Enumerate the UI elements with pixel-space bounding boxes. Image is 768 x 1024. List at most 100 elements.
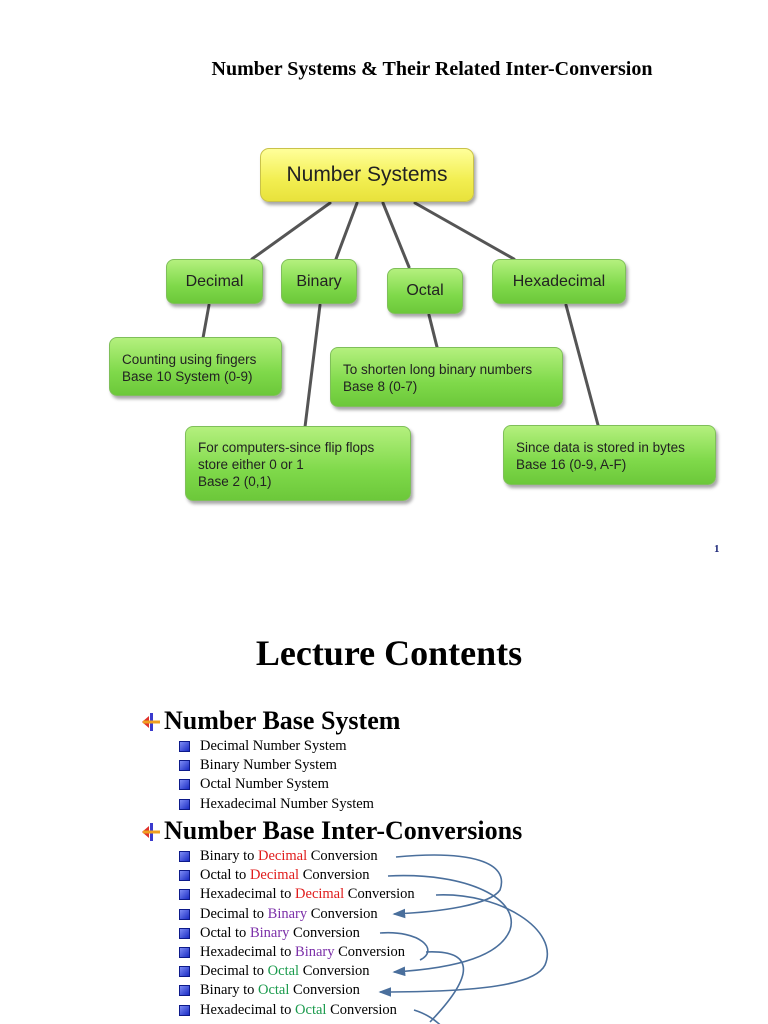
list-item: Hexadecimal to Binary Conversion [179,943,415,962]
connector-decimal-info [201,303,211,340]
conversion-list: Binary to Decimal Conversion Octal to De… [179,847,415,1020]
list-item: Decimal Number System [179,737,374,756]
to-text: to [280,886,292,903]
square-bullet-icon [179,741,190,753]
binary-info-line: Base 2 (0,1) [198,474,272,489]
suffix-text: Conversion [310,905,378,922]
decimal-info-line: Counting using fingers [122,352,257,367]
suffix-text: Conversion [293,982,360,999]
list-item: Binary to Decimal Conversion [179,847,415,866]
suffix-text: Conversion [293,924,360,941]
plus-marker-icon [140,820,162,842]
list-item: Binary Number System [179,756,374,775]
target-text: Octal [267,963,300,980]
hex-info-line: Base 16 (0-9, A-F) [516,457,627,472]
target-text: Decimal [258,848,308,865]
lecture-title: Lecture Contents [255,633,523,673]
to-text: to [243,848,255,865]
list-item-text: Hexadecimal Number System [200,795,374,812]
list-item: Hexadecimal to Decimal Conversion [179,885,415,904]
section-heading-inter-conversions: Number Base Inter-Conversions [140,816,522,846]
to-text: to [280,944,292,961]
from-text: Hexadecimal [200,1001,277,1018]
target-text: Binary [295,944,335,961]
list-item-text: Binary Number System [200,757,337,774]
square-bullet-icon [179,1004,190,1016]
octal-node: Octal [387,268,463,314]
section-heading-text: Number Base System [164,706,401,735]
target-text: Binary [267,905,308,922]
from-text: Hexadecimal [200,944,277,961]
suffix-text: Conversion [338,944,405,961]
list-item: Binary to Octal Conversion [179,981,415,1000]
target-text: Decimal [249,867,300,884]
list-item: Decimal to Octal Conversion [179,962,415,981]
suffix-text: Conversion [347,886,415,903]
binary-info-node: For computers-since flip flops store eit… [185,426,411,501]
connector-hex-info [564,303,600,427]
suffix-text: Conversion [310,848,378,865]
decimal-info-line: Base 10 System (0-9) [122,369,253,384]
from-text: Octal [200,867,232,884]
diagram-connectors [201,201,600,429]
page-number: 1 [714,543,720,555]
binary-info-line: store either 0 or 1 [198,457,304,472]
octal-info-node: To shorten long binary numbers Base 8 (0… [330,347,563,407]
square-bullet-icon [179,760,190,772]
to-text: to [243,982,255,999]
suffix-text: Conversion [330,1001,397,1018]
list-item: Decimal to Binary Conversion [179,905,415,924]
decimal-info-node: Counting using fingers Base 10 System (0… [109,337,282,396]
square-bullet-icon [179,870,190,882]
section-heading-text: Number Base Inter-Conversions [164,816,523,845]
from-text: Decimal [200,905,250,922]
list-item-text: Octal Number System [200,776,329,793]
square-bullet-icon [179,947,190,959]
plus-marker-icon [140,710,162,732]
connector-root-hex [413,201,516,261]
from-text: Decimal [200,963,250,980]
from-text: Binary [200,982,240,999]
decimal-node: Decimal [166,259,263,304]
square-bullet-icon [179,985,190,997]
connector-binary-info [303,303,322,429]
to-text: to [280,1001,292,1018]
square-bullet-icon [179,851,190,863]
to-text: to [235,924,247,941]
connector-root-binary [334,201,359,261]
suffix-text: Conversion [302,963,370,980]
connector-root-octal [381,201,411,269]
suffix-text: Conversion [302,867,370,884]
square-bullet-icon [179,966,190,978]
section-heading-number-base-system: Number Base System [140,706,400,736]
from-text: Octal [200,924,232,941]
square-bullet-icon [179,927,190,939]
document-title: Number Systems & Their Related Inter-Con… [211,58,653,80]
to-text: to [252,963,265,980]
arrow-hexoctal-down [413,1009,441,1024]
octal-info-line: Base 8 (0-7) [343,379,418,394]
hexadecimal-node: Hexadecimal [492,259,626,304]
square-bullet-icon [179,908,190,920]
square-bullet-icon [179,779,190,791]
from-text: Hexadecimal [200,886,277,903]
target-text: Decimal [295,886,345,903]
binary-node: Binary [281,259,357,304]
arrow-hexbinary-down [425,951,465,1023]
list-item: Hexadecimal Number System [179,795,374,814]
hex-info-line: Since data is stored in bytes [516,440,685,455]
square-bullet-icon [179,798,190,810]
connector-root-decimal [250,201,332,261]
square-bullet-icon [179,889,190,901]
target-text: Octal [295,1001,327,1018]
octal-info-line: To shorten long binary numbers [343,362,533,377]
list-item-text: Decimal Number System [200,738,347,755]
binary-info-line: For computers-since flip flops [198,440,375,455]
number-system-list: Decimal Number System Binary Number Syst… [179,737,374,814]
list-item: Hexadecimal to Octal Conversion [179,1001,415,1020]
connector-octal-info [427,313,439,349]
to-text: to [252,905,265,922]
from-text: Binary [200,848,240,865]
to-text: to [235,867,247,884]
list-item: Octal Number System [179,775,374,794]
